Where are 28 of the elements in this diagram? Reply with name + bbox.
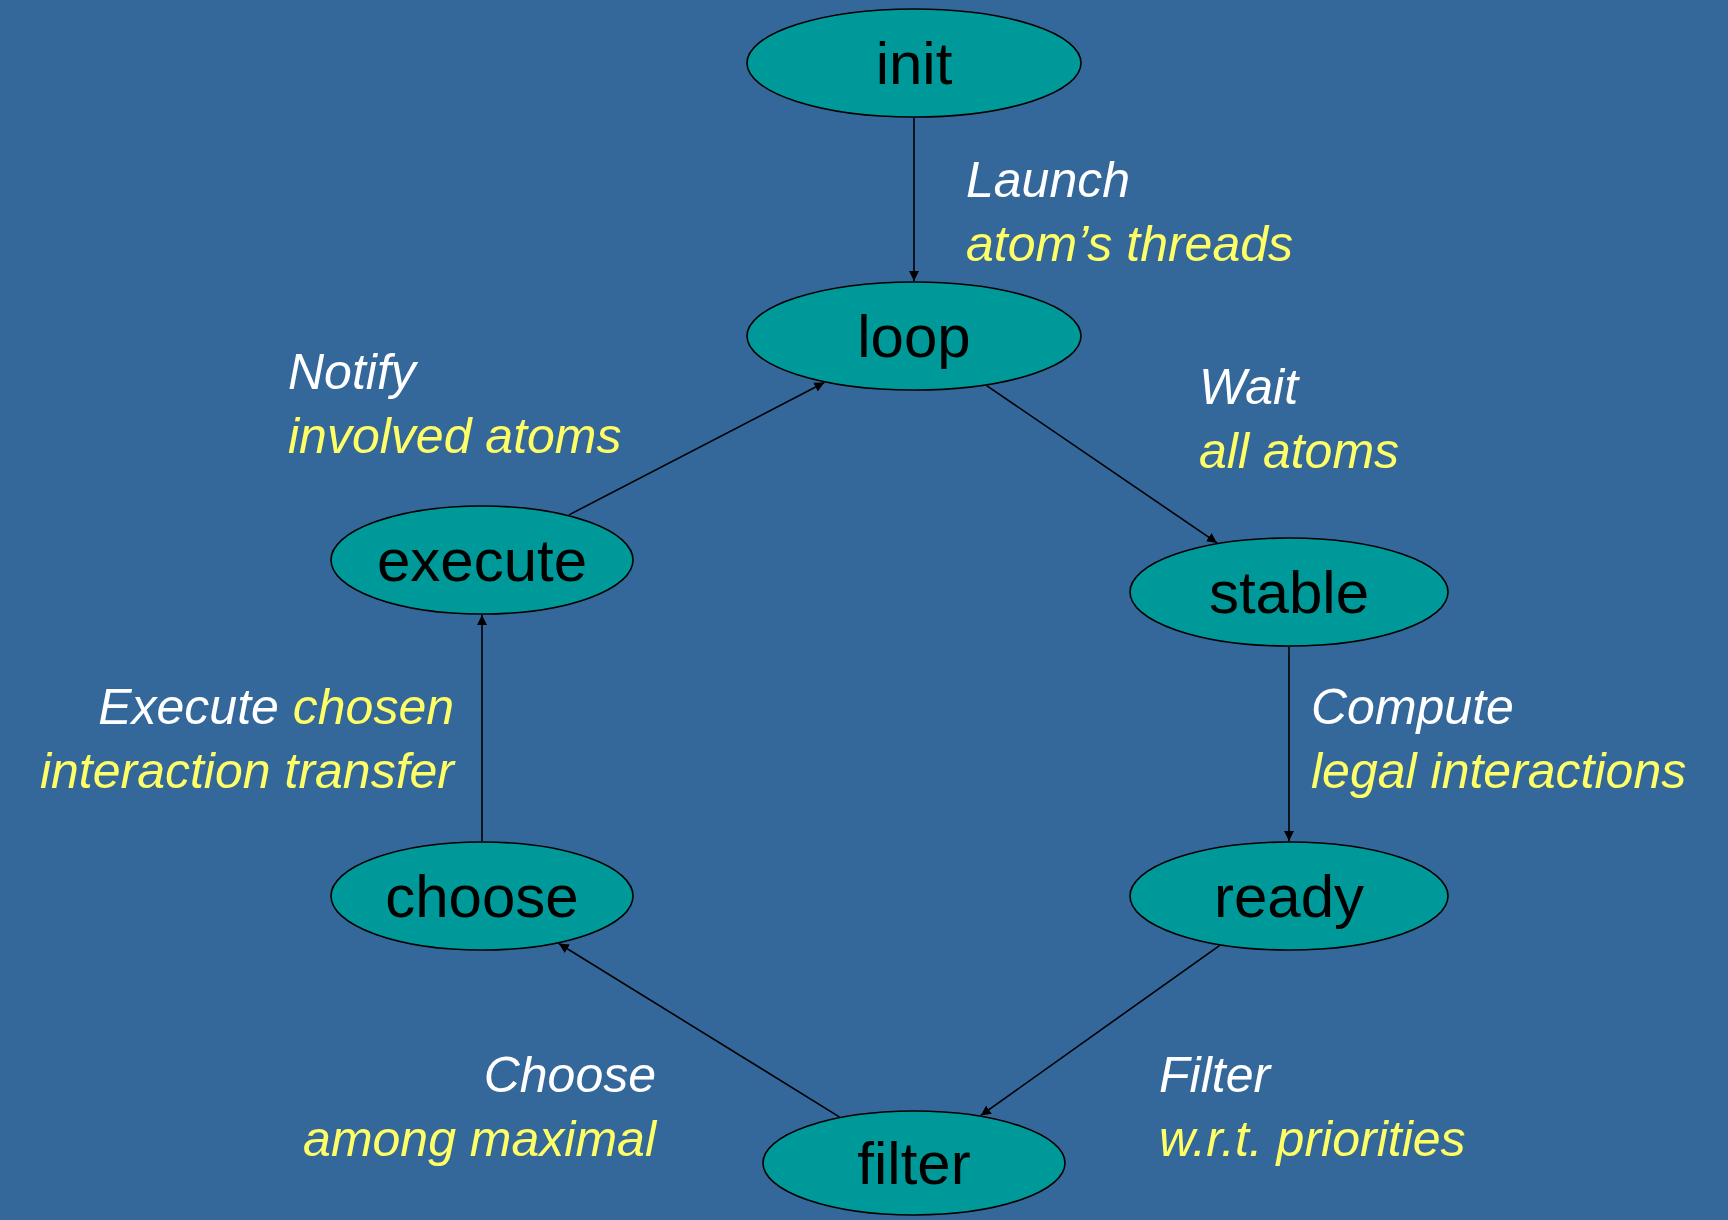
edge-label: Notify involved atoms [288,343,622,466]
edge-label: Launch atom’s threads [966,151,1294,274]
arrow [477,614,487,842]
state-ellipse [330,505,634,615]
state-label: init [875,28,953,98]
state-label: stable [1208,557,1370,627]
arrow [985,384,1218,544]
arrow [980,944,1221,1117]
arrow [558,942,841,1118]
state-label: loop [857,301,971,371]
edge-label: Wait all atoms [1199,358,1400,481]
state-label: choose [385,861,579,931]
state-ellipse [330,841,634,951]
state-label: execute [376,525,588,595]
edge-label: Compute legal interactions [1311,678,1687,801]
arrow [568,381,826,516]
state-ellipse [746,281,1082,391]
state-ellipse [762,1110,1066,1216]
edge-label: Execute chosen interaction transfer [38,678,454,801]
edge-label: Choose among maximal [303,1046,656,1169]
state-ellipse [1129,537,1449,647]
state-ellipse [1129,841,1449,951]
state-ellipse [746,8,1082,118]
arrow [1284,646,1294,842]
edge-label: Filter w.r.t. priorities [1159,1046,1466,1169]
state-label: ready [1213,861,1365,931]
state-label: filter [857,1128,971,1198]
arrow [909,117,919,282]
